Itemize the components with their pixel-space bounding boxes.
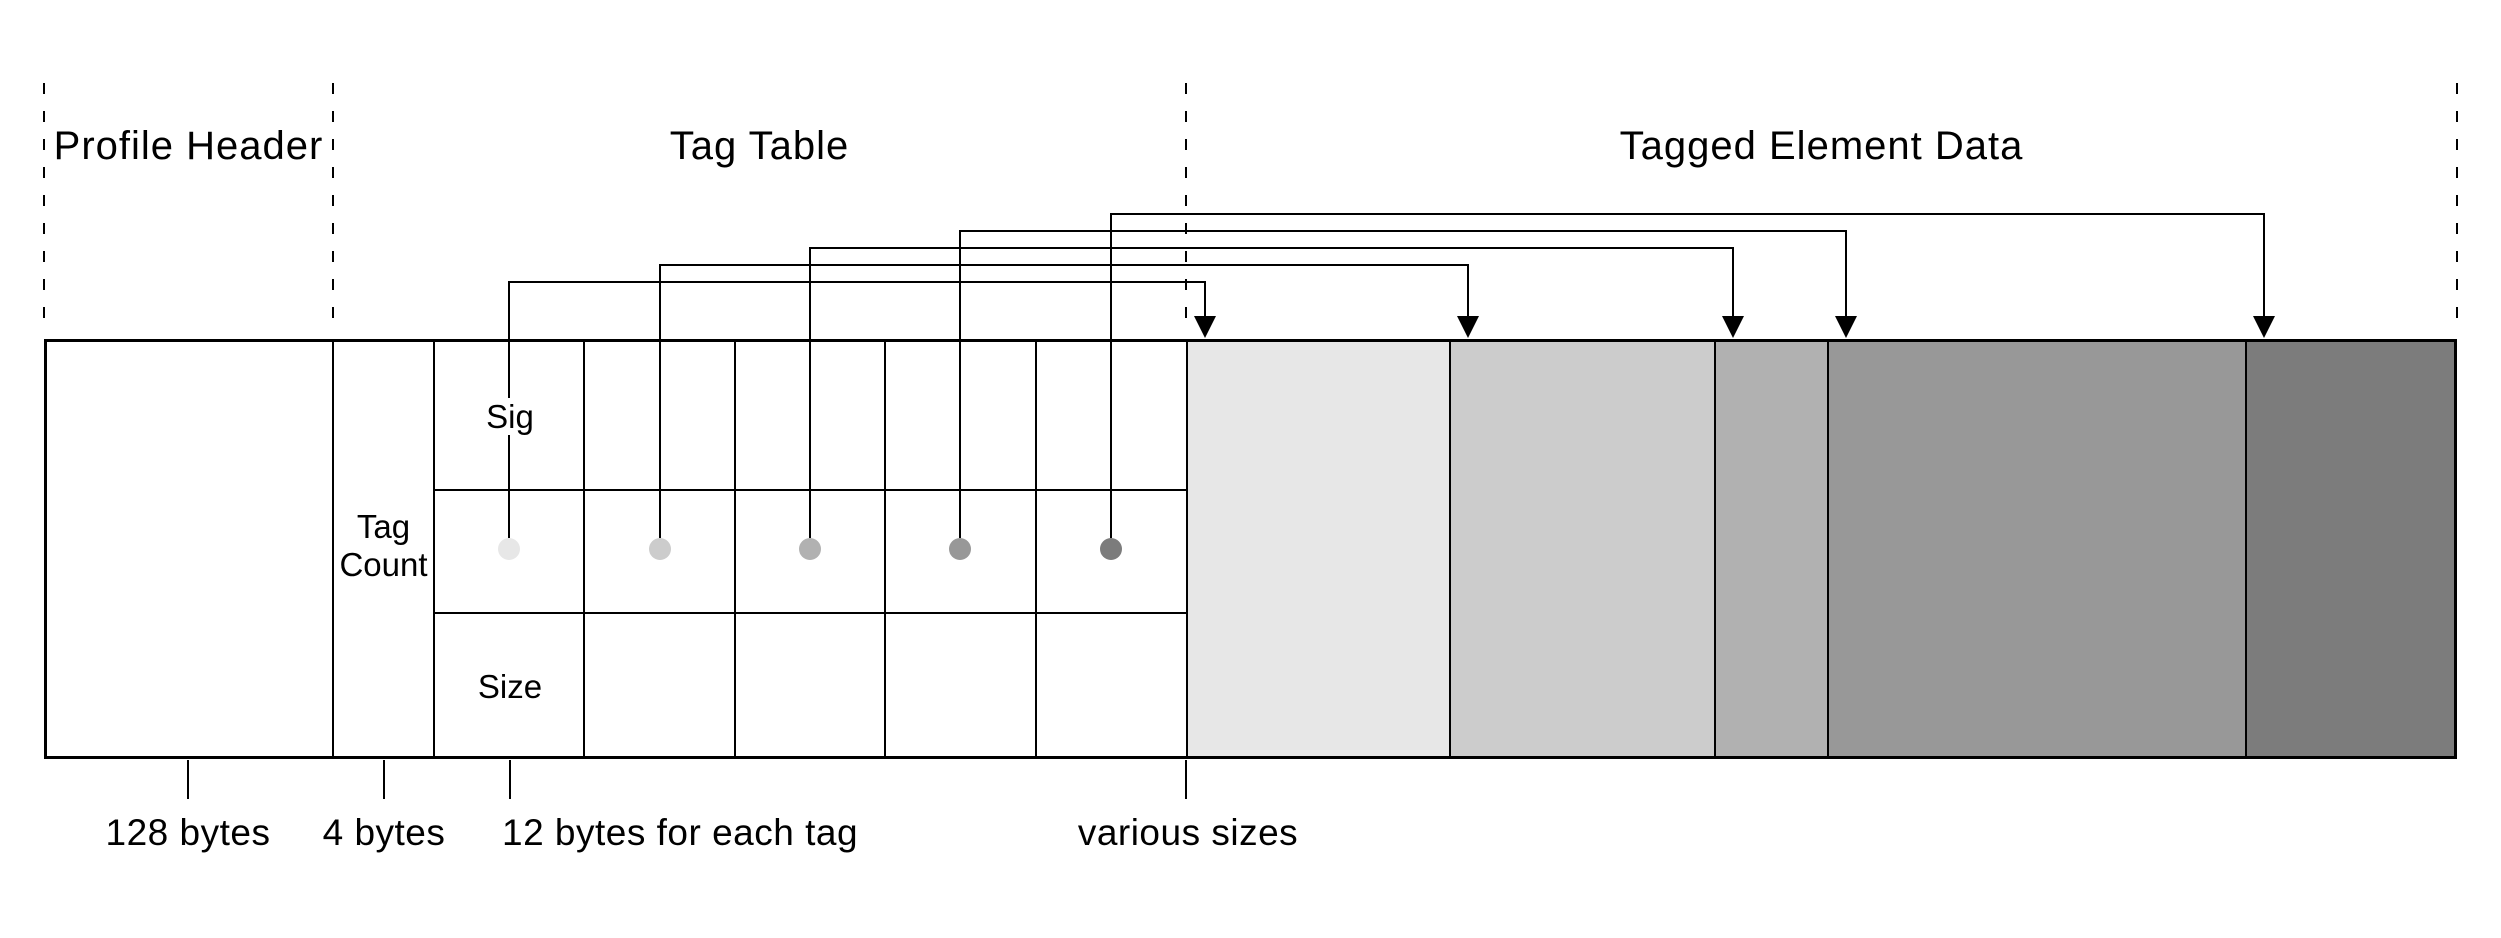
column-divider xyxy=(884,342,886,756)
tag-count-size-annotation: 4 bytes xyxy=(322,812,446,853)
section-boundary-dashed-line xyxy=(2456,83,2458,331)
column-divider xyxy=(433,342,435,756)
tag-pointer-drop xyxy=(1204,282,1206,320)
tag-pointer-drop xyxy=(2263,214,2265,320)
arrowhead-down-icon xyxy=(1835,316,1857,338)
tag-dot xyxy=(498,538,520,560)
data-block xyxy=(2245,342,2454,756)
column-divider xyxy=(734,342,736,756)
tag-dot xyxy=(799,538,821,560)
data-block xyxy=(1827,342,2245,756)
element-data-size-annotation: various sizes xyxy=(1077,812,1299,853)
tag-pointer-level xyxy=(1110,213,2265,215)
data-block xyxy=(1449,342,1714,756)
tag-pointer-level xyxy=(959,230,1847,232)
data-block xyxy=(1186,342,1449,756)
tag-pointer-drop xyxy=(1467,265,1469,320)
tag-pointer-riser xyxy=(809,248,811,538)
tag-dot xyxy=(1100,538,1122,560)
size-annotation-tick xyxy=(383,760,385,799)
arrowhead-down-icon xyxy=(2253,316,2275,338)
tag-pointer-riser xyxy=(1110,214,1112,538)
tag-entry-size-annotation: 12 bytes for each tag xyxy=(502,812,859,853)
tag-count-cell-label: Tag Count xyxy=(339,508,428,583)
arrowhead-down-icon xyxy=(1722,316,1744,338)
section-boundary-dashed-line xyxy=(1185,83,1187,331)
tagged-element-data-label: Tagged Element Data xyxy=(1619,124,2024,168)
column-divider xyxy=(583,342,585,756)
tag-table-label: Tag Table xyxy=(669,124,850,168)
tag-pointer-level xyxy=(809,247,1734,249)
tag-dot xyxy=(649,538,671,560)
sig-cell-label: Sig xyxy=(434,398,586,436)
section-boundary-dashed-line xyxy=(332,83,334,331)
tag-pointer-riser xyxy=(959,231,961,538)
arrowhead-down-icon xyxy=(1194,316,1216,338)
arrowhead-down-icon xyxy=(1457,316,1479,338)
profile-header-label: Profile Header xyxy=(53,124,324,168)
tag-dot xyxy=(949,538,971,560)
data-block xyxy=(1714,342,1827,756)
size-annotation-tick xyxy=(509,760,511,799)
tag-pointer-drop xyxy=(1732,248,1734,320)
size-annotation-tick xyxy=(1185,760,1187,799)
size-annotation-tick xyxy=(187,760,189,799)
tag-pointer-riser xyxy=(659,265,661,538)
profile-header-size-annotation: 128 bytes xyxy=(105,812,271,853)
row-divider-bottom xyxy=(434,612,1186,614)
column-divider xyxy=(1035,342,1037,756)
tag-pointer-level xyxy=(508,281,1206,283)
tag-count-divider xyxy=(332,342,334,756)
section-boundary-dashed-line xyxy=(43,83,45,331)
size-cell-label: Size xyxy=(434,668,586,706)
tag-pointer-drop xyxy=(1845,231,1847,320)
tag-pointer-level xyxy=(659,264,1469,266)
